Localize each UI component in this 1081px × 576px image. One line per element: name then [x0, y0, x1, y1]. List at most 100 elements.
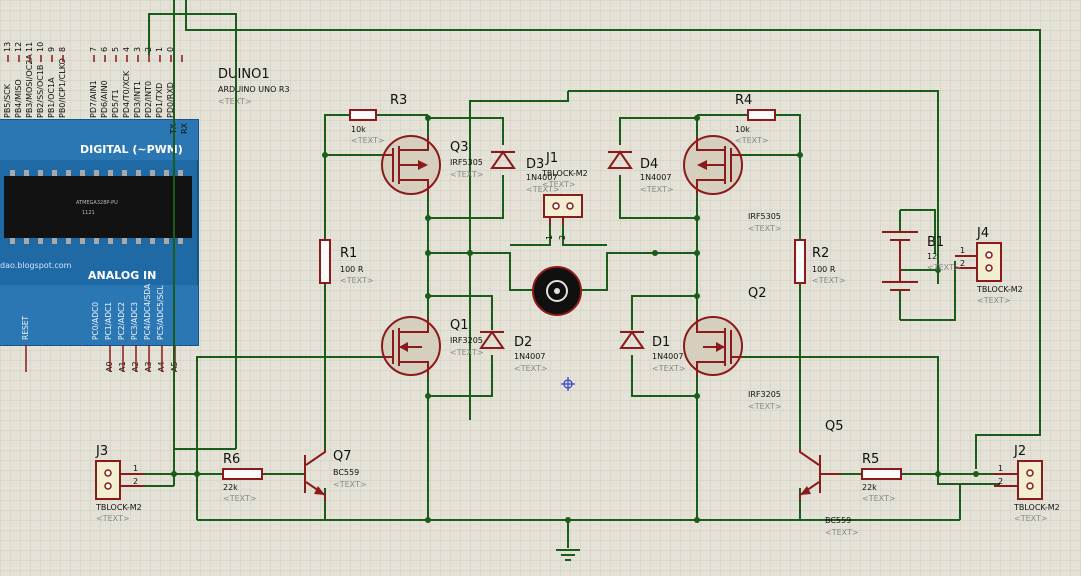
svg-text:J3: J3	[95, 444, 108, 459]
svg-text:PD7/AIN1: PD7/AIN1	[89, 80, 98, 118]
resistor-r1[interactable]: R1 100 R <TEXT>	[319, 239, 374, 285]
ground-symbol	[556, 549, 580, 561]
svg-text:9: 9	[47, 47, 56, 52]
mosfet-q4[interactable]: IRF5305 <TEXT>	[683, 135, 782, 233]
svg-text:1N4007: 1N4007	[640, 173, 671, 182]
arduino-chip-text: ATMEGA328P-PU	[76, 200, 118, 206]
svg-text:10: 10	[36, 42, 45, 52]
terminal-block-j2[interactable]: J2 TBLOCK-M2 <TEXT> 1 2	[994, 444, 1060, 523]
resistor-r4[interactable]: R4 10k <TEXT>	[735, 93, 776, 145]
arduino-text-placeholder: <TEXT>	[218, 97, 252, 106]
arduino-analog-label: ANALOG IN	[88, 269, 156, 282]
svg-text:<TEXT>: <TEXT>	[748, 224, 782, 233]
svg-text:IRF3205: IRF3205	[748, 390, 781, 399]
svg-text:Q2: Q2	[748, 286, 767, 301]
svg-text:D4: D4	[640, 157, 658, 172]
motor[interactable]	[532, 266, 582, 316]
svg-text:PD6/AIN0: PD6/AIN0	[100, 80, 109, 118]
svg-text:<TEXT>: <TEXT>	[223, 494, 257, 503]
svg-text:D3: D3	[526, 157, 544, 172]
diode-d2[interactable]: D2 1N4007 <TEXT>	[479, 330, 548, 373]
svg-text:IRF3205: IRF3205	[450, 336, 483, 345]
svg-text:<TEXT>: <TEXT>	[96, 514, 130, 523]
analog-pin-labels: PC0/ADC0 PC1/ADC1 PC2/ADC2 PC3/ADC3 PC4/…	[91, 283, 165, 340]
svg-text:J4: J4	[976, 226, 989, 241]
svg-text:11: 11	[25, 42, 34, 52]
svg-text:PC2/ADC2: PC2/ADC2	[117, 302, 126, 340]
svg-text:Q3: Q3	[450, 140, 469, 155]
origin-crosshair-icon	[561, 377, 575, 391]
arduino-ref: DUINO1	[218, 67, 270, 82]
svg-text:1: 1	[545, 235, 554, 240]
arduino-reset-label: RESET	[21, 316, 30, 340]
resistor-r3[interactable]: R3 10k <TEXT>	[349, 93, 407, 145]
svg-text:R4: R4	[735, 93, 752, 108]
svg-text:12: 12	[14, 42, 23, 52]
battery-b1[interactable]: B1 12 <TEXT>	[882, 224, 961, 291]
svg-text:1: 1	[155, 47, 164, 52]
terminal-block-j4[interactable]: J4 TBLOCK-M2 <TEXT> 1 2	[955, 226, 1023, 305]
arduino-digital-label: DIGITAL (~PWM)	[80, 143, 183, 156]
svg-text:PD5/T1: PD5/T1	[111, 89, 120, 118]
svg-text:2: 2	[998, 477, 1003, 486]
svg-text:<TEXT>: <TEXT>	[652, 364, 686, 373]
svg-text:22k: 22k	[223, 483, 238, 492]
svg-text:<TEXT>: <TEXT>	[825, 528, 859, 537]
svg-text:BC559: BC559	[333, 468, 359, 477]
svg-text:BC559: BC559	[825, 516, 851, 525]
svg-text:1N4007: 1N4007	[514, 352, 545, 361]
svg-text:PB3/MOSI/OC2A: PB3/MOSI/OC2A	[25, 54, 34, 118]
svg-text:B1: B1	[927, 235, 944, 250]
svg-text:13: 13	[3, 42, 12, 52]
svg-text:D2: D2	[514, 335, 532, 350]
svg-text:J1: J1	[545, 151, 558, 166]
svg-text:<TEXT>: <TEXT>	[351, 136, 385, 145]
svg-text:100 R: 100 R	[812, 265, 836, 274]
svg-text:2: 2	[960, 259, 965, 268]
mosfet-q3[interactable]: Q3 IRF5305 <TEXT>	[381, 135, 484, 195]
svg-text:<TEXT>: <TEXT>	[977, 296, 1011, 305]
transistor-q5[interactable]: Q5 BC559 <TEXT>	[799, 419, 859, 537]
svg-text:1N4007: 1N4007	[526, 173, 557, 182]
svg-text:10k: 10k	[351, 125, 366, 134]
resistor-r5[interactable]: R5 22k <TEXT>	[861, 452, 902, 503]
svg-text:1: 1	[960, 246, 965, 255]
diode-d4[interactable]: D4 1N4007 <TEXT>	[607, 150, 674, 194]
svg-text:<TEXT>: <TEXT>	[340, 276, 374, 285]
svg-text:PD0/RXD: PD0/RXD	[166, 82, 175, 118]
svg-text:8: 8	[58, 47, 67, 52]
svg-text:22k: 22k	[862, 483, 877, 492]
resistor-r6[interactable]: R6 22k <TEXT>	[222, 452, 263, 503]
svg-text:<TEXT>: <TEXT>	[1014, 514, 1048, 523]
svg-text:<TEXT>: <TEXT>	[862, 494, 896, 503]
transistor-q7[interactable]: Q7 BC559 <TEXT>	[304, 449, 367, 500]
resistor-r2[interactable]: R2 100 R <TEXT>	[794, 239, 846, 285]
terminal-block-j1[interactable]: J1 TBLOCK-M2 <TEXT> 1 2	[541, 151, 588, 240]
svg-text:Q7: Q7	[333, 449, 352, 464]
svg-text:100 R: 100 R	[340, 265, 364, 274]
svg-text:PB4/MISO: PB4/MISO	[14, 79, 23, 118]
svg-text:<TEXT>: <TEXT>	[450, 170, 484, 179]
arduino-blog-text: dao.blogspot.com	[0, 261, 72, 270]
mosfet-q2[interactable]: Q2 IRF3205 <TEXT>	[683, 286, 782, 411]
svg-text:<TEXT>: <TEXT>	[542, 180, 576, 189]
svg-text:PC4/ADC4/SDA: PC4/ADC4/SDA	[143, 283, 152, 340]
svg-text:IRF5305: IRF5305	[450, 158, 483, 167]
svg-text:12: 12	[927, 252, 937, 261]
terminal-block-j3[interactable]: J3 TBLOCK-M2 <TEXT> 1 2	[95, 444, 144, 523]
arduino-top-pin-labels: PB5/SCK PB4/MISO PB3/MOSI/OC2A PB2/SS/OC…	[3, 54, 189, 135]
svg-text:TBLOCK-M2: TBLOCK-M2	[95, 503, 142, 512]
svg-text:0: 0	[166, 47, 175, 52]
junction-dots	[171, 115, 979, 523]
mosfet-q1[interactable]: Q1 IRF3205 <TEXT>	[381, 316, 484, 376]
svg-text:<TEXT>: <TEXT>	[450, 348, 484, 357]
diode-d1[interactable]: D1 1N4007 <TEXT>	[619, 330, 686, 373]
svg-text:TBLOCK-M2: TBLOCK-M2	[976, 285, 1023, 294]
svg-text:3: 3	[133, 47, 142, 52]
diode-d3[interactable]: D3 1N4007 <TEXT>	[490, 150, 560, 194]
arduino-board[interactable]: DIGITAL (~PWM) ATMEGA328P-PU 1121 dao.bl…	[0, 119, 199, 346]
svg-text:PC0/ADC0: PC0/ADC0	[91, 302, 100, 340]
svg-text:<TEXT>: <TEXT>	[927, 263, 961, 272]
svg-text:6: 6	[100, 47, 109, 52]
